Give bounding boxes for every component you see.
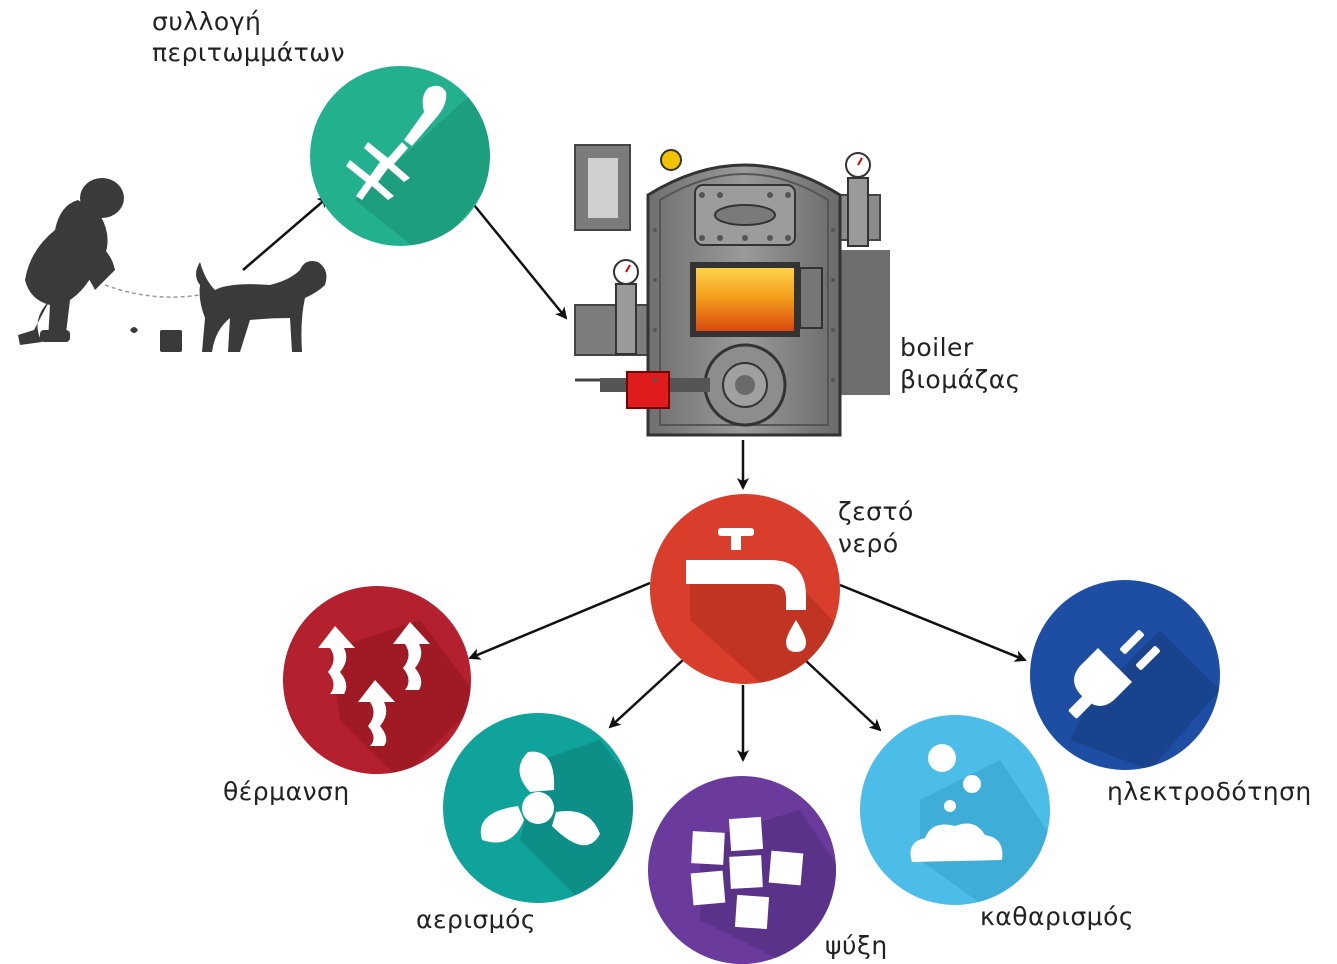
collection-label-line1: συλλογή: [152, 7, 261, 36]
electricity-node: [1030, 580, 1220, 770]
arrow-hot-water-to-electricity: [839, 583, 1027, 662]
heating-label: θέρμανση: [223, 777, 350, 806]
ice-cubes-icon: [690, 816, 804, 930]
collection-node: [310, 66, 490, 246]
flow-arrows: [242, 195, 1027, 762]
faucet-icon: [686, 528, 806, 652]
pitchfork-icon: [346, 85, 447, 200]
electricity-label: ηλεκτροδότηση: [1107, 777, 1312, 806]
heat-arrows-icon: [318, 622, 430, 746]
cleaning-label: καθαρισμός: [980, 902, 1134, 931]
soap-bubbles-icon: [910, 744, 1003, 862]
ventilation-node: [443, 713, 633, 903]
fan-icon: [480, 751, 600, 846]
person-with-dog-icon: [18, 178, 327, 352]
arrow-hot-water-to-cleaning: [804, 659, 882, 732]
hot-water-label-line2: νερό: [838, 529, 899, 558]
boiler-icon: [574, 144, 890, 437]
arrow-hot-water-to-heating: [468, 581, 651, 660]
ventilation-label: αερισμός: [416, 905, 536, 934]
boiler-label-line2: βιομάζας: [900, 365, 1021, 394]
arrow-collection-to-boiler: [469, 199, 568, 320]
collection-label-line2: περιτωμμάτων: [152, 38, 345, 67]
cooling-label: ψύξη: [825, 931, 888, 960]
heating-node: [283, 586, 471, 774]
cleaning-node: [860, 715, 1050, 905]
arrow-hot-water-to-ventilation: [608, 659, 684, 729]
hot-water-label-line1: ζεστό: [838, 497, 914, 526]
plug-icon: [1068, 630, 1160, 719]
arrow-dog-to-collection: [242, 195, 330, 271]
hot-water-node: [650, 494, 840, 684]
boiler-label-line1: boiler: [900, 333, 974, 362]
